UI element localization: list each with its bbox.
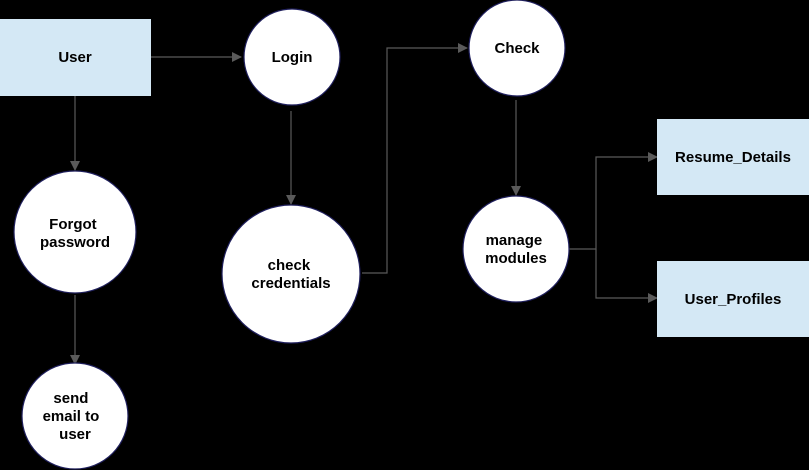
process-login-label: Login <box>272 49 313 66</box>
process-send-email-line-2: email to <box>43 408 100 425</box>
entity-user-box <box>0 19 151 96</box>
process-forgot-password-label: Forgot password <box>40 216 110 251</box>
process-send-email-circle <box>21 362 129 470</box>
entity-resume-details-box <box>657 119 809 195</box>
entity-user-profiles: User_Profiles <box>657 261 809 337</box>
entity-resume-details: Resume_Details <box>657 119 809 195</box>
edges <box>70 43 658 365</box>
process-manage-modules-circle <box>462 195 570 303</box>
process-forgot-password-line-2: password <box>40 234 110 251</box>
edge-manage-modules-resume-details <box>569 152 658 250</box>
process-check-credentials-label: check credentials <box>251 257 330 292</box>
process-check-credentials-circle <box>221 204 361 344</box>
process-send-email-label: send email to user <box>43 390 104 443</box>
process-check-label: Check <box>494 40 540 57</box>
entity-resume-details-label: Resume_Details <box>675 149 791 166</box>
process-check-credentials-line-2: credentials <box>251 275 330 292</box>
edge-check-credentials-check <box>362 43 468 274</box>
process-forgot-password: Forgot password <box>13 170 137 294</box>
process-check-circle <box>468 0 566 97</box>
process-manage-modules-line-1: manage <box>486 232 543 249</box>
process-send-email-line-1: send <box>53 390 88 407</box>
process-forgot-password-line-1: Forgot <box>49 216 96 233</box>
process-send-email-line-3: user <box>59 426 91 443</box>
edge-manage-modules-user-profiles <box>595 249 658 303</box>
process-manage-modules-label: manage modules <box>485 232 547 267</box>
entity-user: User <box>0 19 151 96</box>
process-login: Login <box>243 8 341 106</box>
process-manage-modules-line-2: modules <box>485 250 547 267</box>
process-login-circle <box>243 8 341 106</box>
process-send-email: send email to user <box>21 362 129 470</box>
process-manage-modules: manage modules <box>462 195 570 303</box>
entity-user-label: User <box>58 49 92 66</box>
process-check-credentials-line-1: check <box>268 257 311 274</box>
process-check-credentials: check credentials <box>221 204 361 344</box>
process-forgot-password-circle <box>13 170 137 294</box>
process-check: Check <box>468 0 566 97</box>
entity-user-profiles-label: User_Profiles <box>685 291 782 308</box>
entity-user-profiles-box <box>657 261 809 337</box>
